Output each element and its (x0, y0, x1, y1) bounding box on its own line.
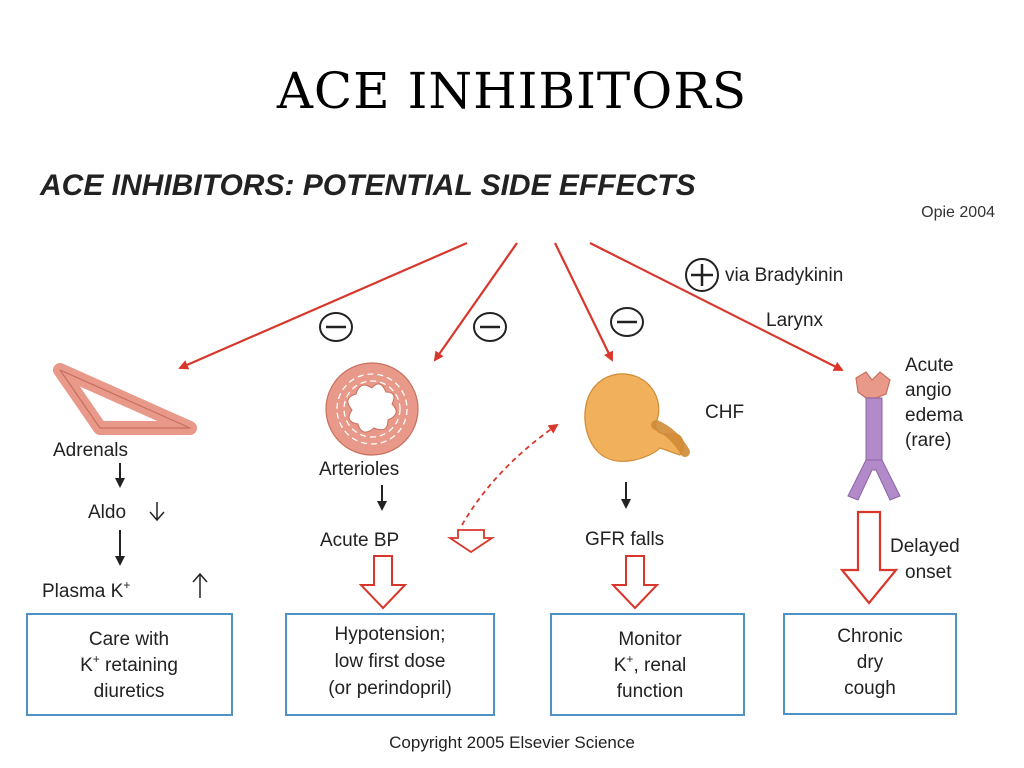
decrease-arrow-icon (149, 502, 165, 522)
arrow-to-adrenals (178, 241, 468, 370)
hollow-down-arrow-icon (358, 555, 408, 610)
dashed-chf-arrow (461, 423, 559, 526)
adrenals-advice-box (26, 613, 233, 716)
advice-line: Monitor (618, 629, 682, 650)
arteriole-icon (325, 362, 419, 456)
arrow-to-kidney (554, 242, 613, 362)
copyright: Copyright 2005 Elsevier Science (389, 733, 635, 752)
plasma-k-label: Plasma K+ (42, 578, 130, 602)
advice-line: function (617, 681, 684, 702)
arrow-to-larynx (589, 242, 844, 371)
aldo-label: Aldo (88, 502, 126, 523)
hollow-down-arrow-icon (610, 555, 660, 610)
arterioles-advice-box (285, 613, 495, 716)
larynx-icon (847, 371, 901, 501)
chf-label: CHF (705, 402, 744, 423)
edema-line: angio (905, 380, 952, 401)
gfr-falls-label: GFR falls (585, 529, 664, 550)
via-bradykinin-label: via Bradykinin (725, 265, 843, 286)
minus-circle-icon (473, 312, 507, 342)
arterioles-label: Arterioles (319, 459, 399, 480)
hollow-down-arrow-icon (839, 510, 899, 605)
citation: Opie 2004 (921, 204, 995, 221)
edema-line: (rare) (905, 430, 951, 451)
minus-circle-icon (319, 312, 353, 342)
plus-circle-icon (685, 258, 719, 292)
advice-line: Chronic (837, 626, 902, 647)
edema-line: Acute (905, 355, 954, 376)
kidney-icon (584, 373, 690, 462)
larynx-label: Larynx (766, 310, 824, 331)
advice-line: dry (857, 652, 884, 673)
advice-line: K+, renal (614, 652, 687, 676)
decrease-hollow-arrow-icon (447, 529, 495, 554)
edema-line: edema (905, 405, 964, 426)
larynx-advice-box (783, 613, 957, 715)
onset-line: Delayed (890, 536, 960, 557)
advice-line: Hypotension; (335, 624, 446, 645)
onset-line: onset (905, 562, 952, 583)
figure-heading: ACE INHIBITORS: POTENTIAL SIDE EFFECTS (39, 169, 696, 202)
increase-arrow-icon (192, 572, 208, 598)
arrow-to-arterioles (433, 242, 518, 362)
advice-line: diuretics (94, 681, 165, 702)
kidney-advice-box (550, 613, 745, 716)
advice-line: Care with (89, 629, 169, 650)
adrenals-label: Adrenals (53, 440, 128, 461)
acute-bp-label: Acute BP (320, 530, 399, 551)
advice-line: cough (844, 678, 896, 699)
adrenal-icon (53, 363, 197, 435)
advice-line: K+ retaining (80, 652, 178, 676)
slide-title: ACE INHIBITORS (276, 62, 748, 120)
advice-line: (or perindopril) (328, 678, 452, 699)
advice-line: low first dose (335, 651, 446, 672)
minus-circle-icon (610, 307, 644, 337)
